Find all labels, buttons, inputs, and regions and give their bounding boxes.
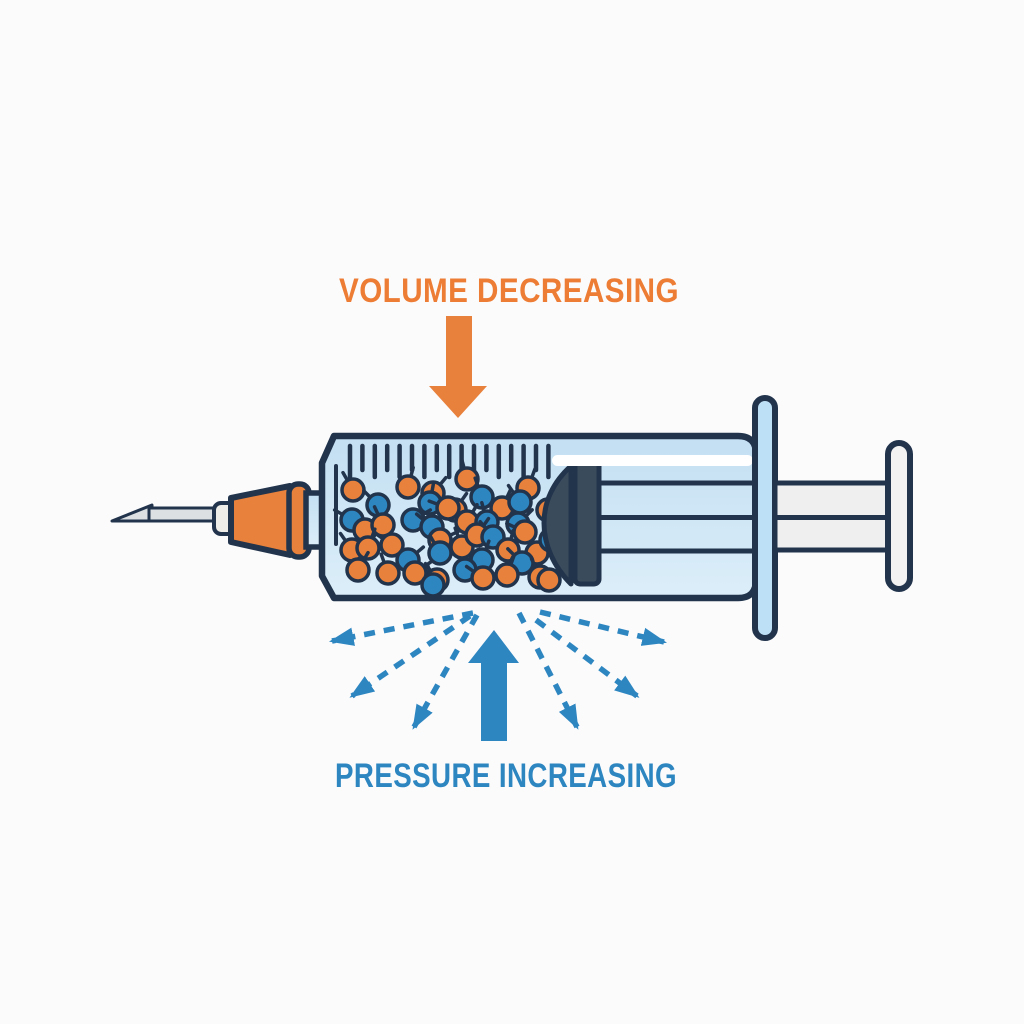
volume-decreasing-label: VOLUME DECREASING (339, 272, 679, 310)
barrel-flange (752, 395, 778, 641)
plunger-rod-outer (772, 480, 893, 553)
pressure-dashed-arrows (328, 609, 668, 730)
up-arrow-icon (468, 630, 519, 741)
plunger-thumb-rest (885, 440, 913, 592)
down-arrow-icon (429, 316, 487, 418)
plunger-seal-bar (572, 458, 602, 587)
scale-ticks (347, 443, 551, 480)
pressure-increasing-label: PRESSURE INCREASING (335, 757, 677, 795)
syringe (110, 395, 913, 641)
plunger-seal-wedge (541, 463, 574, 587)
needle-hub (228, 483, 293, 558)
glass-highlight (552, 455, 753, 466)
gas-particles (332, 457, 564, 598)
